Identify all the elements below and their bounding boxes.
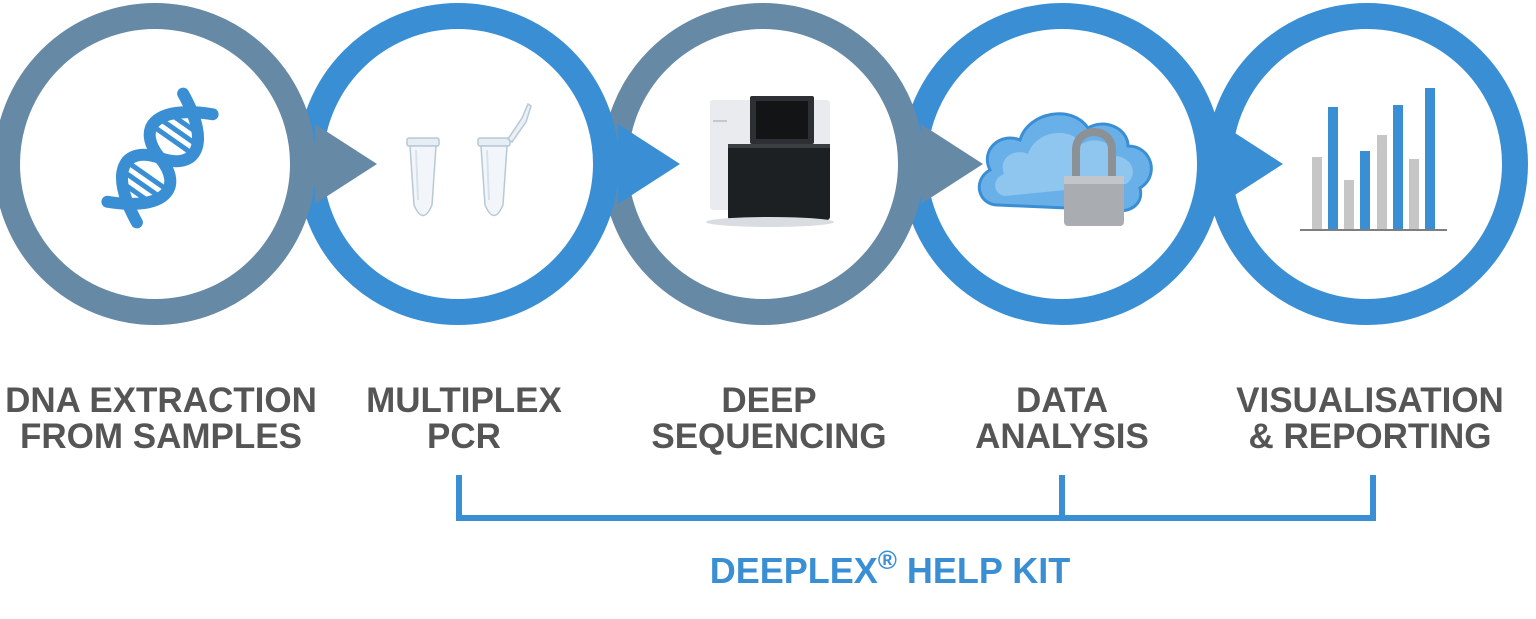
step-label-line1: MULTIPLEX: [366, 381, 562, 420]
registered-mark: ®: [877, 545, 897, 575]
bar-chart-bar: [1409, 159, 1419, 229]
bar-chart-icon: [1300, 88, 1447, 231]
step-label-data-analysis: DATA ANALYSIS: [897, 383, 1227, 455]
bar-chart-bar: [1344, 180, 1354, 229]
arrow-to-data-analysis: [921, 124, 983, 204]
step-label-multiplex-pcr: MULTIPLEX PCR: [299, 383, 629, 455]
step-label-line2: PCR: [427, 417, 501, 456]
kit-name: DEEPLEX: [709, 550, 878, 591]
pcr-tube-left: [406, 137, 440, 217]
dna-icon: [101, 87, 219, 229]
pcr-tubes-icon: [406, 102, 532, 217]
step-label-line1: DATA: [1015, 381, 1108, 420]
padlock-icon: [1064, 128, 1124, 226]
bar-chart-bar: [1393, 105, 1403, 229]
step-label-visualisation: VISUALISATION & REPORTING: [1205, 383, 1535, 455]
bar-chart-bar: [1425, 88, 1435, 229]
arrow-to-visualisation: [1221, 124, 1283, 204]
step-label-line2: ANALYSIS: [975, 417, 1149, 456]
sequencer-icon: [706, 96, 834, 227]
bar-chart-bar: [1377, 135, 1387, 229]
pcr-tube-right: [477, 102, 532, 217]
bar-chart-bar: [1360, 151, 1370, 229]
step-ring-dna-extraction: [0, 3, 377, 325]
step-label-line1: DNA EXTRACTION: [5, 381, 317, 420]
step-label-line2: SEQUENCING: [651, 417, 887, 456]
arrow-to-deep-sequencing: [618, 124, 680, 204]
arrow-to-multiplex-pcr: [315, 124, 377, 204]
step-label-line1: VISUALISATION: [1236, 381, 1504, 420]
kit-bracket: [456, 475, 1376, 521]
step-label-line1: DEEP: [721, 381, 817, 420]
bar-chart-bar: [1328, 107, 1338, 229]
bar-chart-bar: [1312, 157, 1322, 229]
step-label-deep-sequencing: DEEP SEQUENCING: [604, 383, 934, 455]
step-label-line2: FROM SAMPLES: [20, 417, 302, 456]
kit-suffix: HELP KIT: [896, 550, 1071, 591]
step-label-line2: & REPORTING: [1248, 417, 1492, 456]
step-label-dna-extraction: DNA EXTRACTION FROM SAMPLES: [0, 383, 326, 455]
cloud-lock-icon: [977, 112, 1153, 226]
kit-label: DEEPLEX® HELP KIT: [590, 538, 1190, 593]
